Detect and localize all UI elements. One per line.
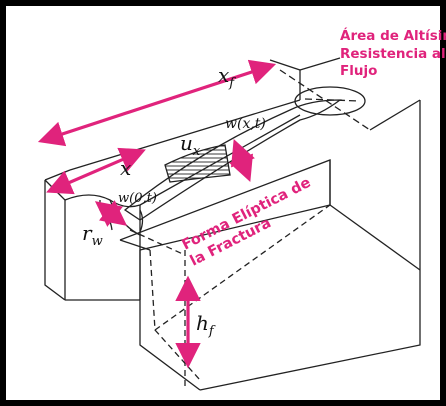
fracture-wing <box>69 99 421 391</box>
x-arrow <box>46 147 146 195</box>
ux-label: u <box>180 131 193 155</box>
xf-arrow <box>37 59 277 147</box>
area-annotation-line2: Resistencia al <box>340 46 446 62</box>
svg-text:rw: rw <box>82 221 103 249</box>
svg-text:hf: hf <box>196 311 216 339</box>
dimension-arrows <box>37 59 277 369</box>
area-annotation-line1: Área de Altísima <box>340 27 446 44</box>
wxt-arrow <box>229 139 255 182</box>
area-annotation-line3: Flujo <box>340 63 377 79</box>
wxt-label: w(x,t) <box>225 116 266 132</box>
math-labels: xf x ux w(x,t) w(0,t) rw hf <box>82 63 266 339</box>
x-label: x <box>120 156 131 180</box>
rw-label: r <box>82 221 93 245</box>
svg-text:xf: xf <box>218 63 236 91</box>
xf-label: x <box>218 63 229 87</box>
w0t-arrow <box>94 200 128 227</box>
formation-box <box>269 57 421 270</box>
fracture-ellipse <box>123 69 371 233</box>
svg-text:ux: ux <box>180 131 201 159</box>
hf-label: h <box>196 311 209 335</box>
w0t-label: w(0,t) <box>118 191 157 206</box>
